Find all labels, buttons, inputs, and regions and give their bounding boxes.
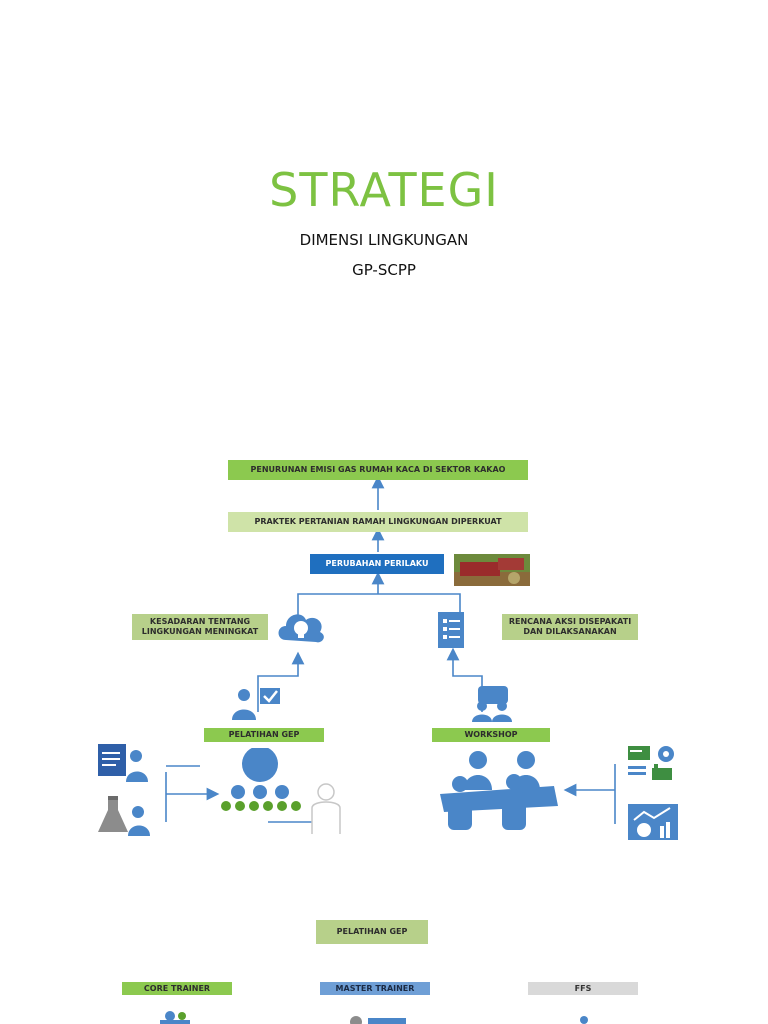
action-plan-box: RENCANA AKSI DISEPAKATI DAN DILAKSANAKAN xyxy=(502,614,638,640)
page-title: STRATEGI xyxy=(269,163,499,217)
training-bottom-box: PELATIHAN GEP xyxy=(316,920,428,944)
meeting-people-icon xyxy=(472,686,512,722)
data-cards-icon xyxy=(628,746,674,780)
workshop-group-icon xyxy=(440,751,558,830)
lab-flask-icon xyxy=(98,796,150,836)
master-trainer-people-icon xyxy=(350,1016,406,1024)
subtitle-dimension: DIMENSI LINGKUNGAN xyxy=(299,231,469,249)
presentation-icon xyxy=(98,744,148,782)
workshop-label-box: WORKSHOP xyxy=(432,728,550,742)
strategy-diagram: PENURUNAN EMISI GAS RUMAH KACA DI SEKTOR… xyxy=(70,432,700,1024)
master-trainer-box: MASTER TRAINER xyxy=(320,982,430,995)
training-hierarchy-icon xyxy=(221,748,341,834)
person-check-icon xyxy=(232,688,280,720)
goal-box: PENURUNAN EMISI GAS RUMAH KACA DI SEKTOR… xyxy=(228,460,528,480)
practice-box: PRAKTEK PERTANIAN RAMAH LINGKUNGAN DIPER… xyxy=(228,512,528,532)
ffs-box: FFS xyxy=(528,982,638,995)
core-trainer-box: CORE TRAINER xyxy=(122,982,232,995)
training-label-box: PELATIHAN GEP xyxy=(204,728,324,742)
core-trainer-people-icon xyxy=(160,1011,190,1024)
checklist-document-icon xyxy=(438,612,464,648)
field-photo-image xyxy=(454,554,530,586)
awareness-box: KESADARAN TENTANG LINGKUNGAN MENINGKAT xyxy=(132,614,268,640)
subtitle-program: GP-SCPP xyxy=(352,261,416,279)
behavior-box: PERUBAHAN PERILAKU xyxy=(310,554,444,574)
cloud-lightbulb-icon xyxy=(278,614,324,643)
analytics-chart-icon xyxy=(628,804,678,840)
ffs-person-icon xyxy=(580,1016,588,1024)
